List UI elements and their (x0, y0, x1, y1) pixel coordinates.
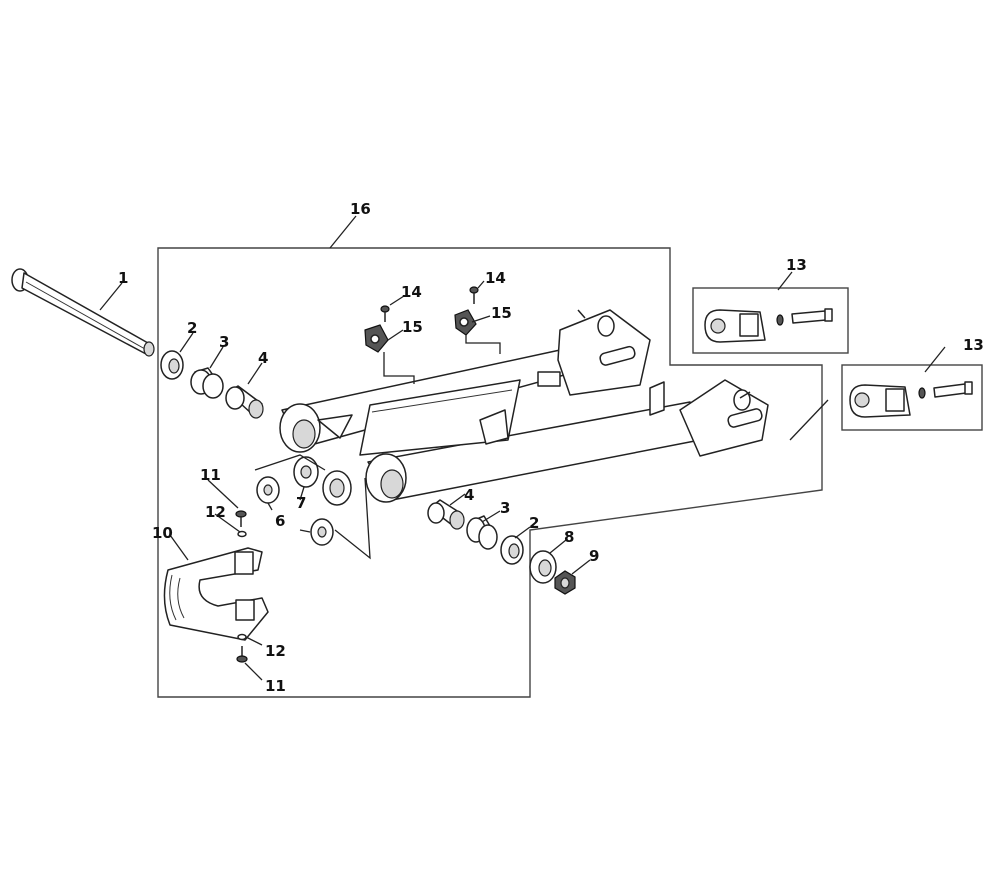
washer-part-12-lower (237, 633, 247, 641)
callout-1: 1 (118, 269, 128, 287)
clamp-part-15-right (454, 309, 477, 336)
callout-15-right: 15 (491, 304, 512, 322)
callout-12-upper: 12 (205, 503, 226, 521)
callout-labels: 1 2 3 4 16 14 15 14 15 13 13 11 12 10 6 … (118, 200, 984, 695)
axle-bolt-part-1 (11, 268, 155, 357)
nut-part-9 (554, 570, 576, 595)
swingarm-part-16 (279, 309, 769, 503)
screw-part-14-left (380, 305, 390, 322)
sleeve-part-4-upper (225, 385, 264, 419)
bushing-part-3-lower (466, 515, 498, 550)
callout-11-upper: 11 (200, 466, 221, 484)
leader-lines (99, 215, 946, 681)
callout-3-upper: 3 (219, 333, 229, 351)
callout-3-lower: 3 (500, 499, 510, 517)
callout-2-upper: 2 (187, 319, 197, 337)
seal-part-6 (256, 476, 334, 546)
callout-6: 6 (275, 512, 285, 530)
callout-2-lower: 2 (529, 514, 539, 532)
clamp-part-15-left (364, 324, 389, 353)
washer-part-2-lower (500, 535, 524, 565)
callout-4-upper: 4 (258, 349, 268, 367)
callout-11-lower: 11 (265, 677, 286, 695)
callout-9: 9 (589, 547, 599, 565)
washer-part-2-upper (160, 350, 184, 380)
screw-part-14-right (469, 286, 479, 304)
screw-part-11-lower (236, 646, 248, 663)
kit-13-box-upper (692, 287, 849, 354)
washer-part-8 (529, 550, 557, 584)
assembly-16-frame (157, 247, 823, 698)
callout-14-left: 14 (401, 283, 422, 301)
chain-adjuster-part-13-upper (704, 308, 833, 343)
chain-adjuster-part-13-lower (849, 381, 973, 418)
kit-13-box-lower (841, 364, 983, 431)
callout-4-lower: 4 (464, 486, 474, 504)
callout-15-left: 15 (402, 318, 423, 336)
callout-16: 16 (350, 200, 371, 218)
callout-13-upper: 13 (786, 256, 807, 274)
sleeve-part-4-lower (427, 499, 465, 530)
callout-13-lower: 13 (963, 336, 984, 354)
bushing-part-3-upper (190, 367, 224, 399)
callout-10: 10 (152, 524, 173, 542)
chain-guard-part-10 (163, 547, 269, 641)
callout-14-right: 14 (485, 269, 506, 287)
callout-7: 7 (296, 494, 306, 512)
screw-part-11-upper (235, 510, 247, 527)
washer-part-12-upper (237, 530, 247, 538)
callout-8: 8 (564, 528, 574, 546)
collar-part-7 (293, 456, 352, 506)
callout-12-lower: 12 (265, 642, 286, 660)
